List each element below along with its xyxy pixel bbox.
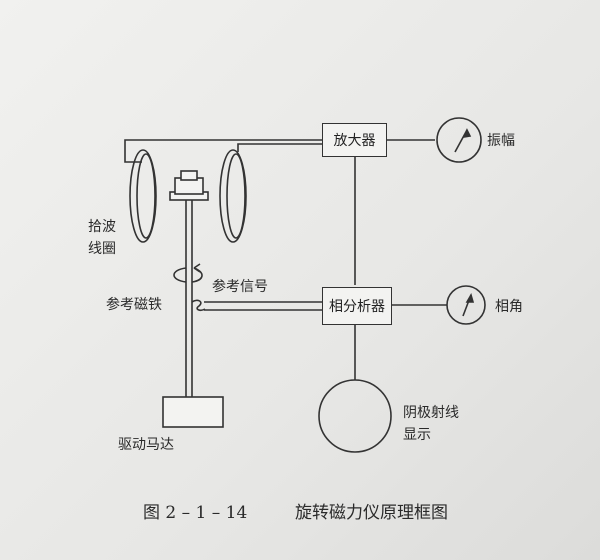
phase-analyzer-block: 相分析器: [322, 287, 392, 325]
pickup-coil-label-line2: 线圈: [88, 241, 116, 257]
pickup-coil-label-line1: 拾波: [88, 219, 116, 235]
figure-title: 旋转磁力仪原理框图: [295, 503, 448, 523]
pickup-coil-left: [129, 149, 157, 243]
pickup-coil-right-inner: [226, 153, 246, 239]
figure-number: 图 2 – 1 – 14: [143, 503, 248, 523]
amplitude-label: 振幅: [487, 133, 515, 149]
drive-motor: [162, 396, 224, 428]
phase-analyzer-label: 相分析器: [329, 299, 385, 315]
reference-magnet-coil: [191, 299, 206, 312]
amplifier-block: 放大器: [322, 123, 387, 157]
reference-magnet-label: 参考磁铁: [106, 297, 162, 313]
pickup-coil-right: [219, 149, 247, 243]
amplifier-label: 放大器: [333, 133, 376, 149]
rotor-cap: [180, 170, 198, 181]
phase-meter: [446, 285, 486, 325]
reference-signal-label: 参考信号: [212, 279, 268, 295]
coil-signal-wire-2: [237, 143, 322, 152]
crt-label-line1: 阴极射线: [403, 405, 459, 421]
crt-display: [318, 379, 392, 453]
phase-angle-label: 相角: [495, 299, 523, 315]
crt-label-line2: 显示: [403, 427, 431, 443]
amplitude-meter: [436, 117, 482, 163]
pickup-coil-left-inner: [136, 153, 156, 239]
drive-motor-label: 驱动马达: [118, 437, 174, 453]
